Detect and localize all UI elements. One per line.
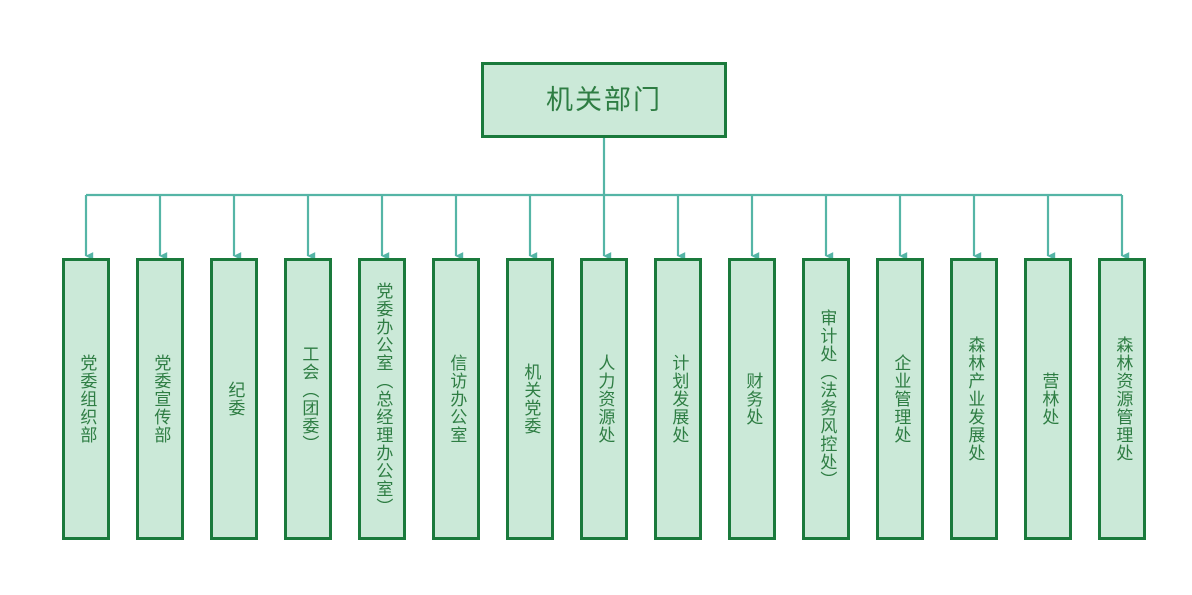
node-child-label: 信访办公室 [446,354,467,444]
node-child-label: 工会（团委） [298,345,319,453]
node-child[interactable]: 营林处 [1024,258,1072,540]
node-child-label: 财务处 [742,372,763,426]
node-root[interactable]: 机关部门 [481,62,727,138]
node-child[interactable]: 党委办公室（总经理办公室） [358,258,406,540]
node-child-label: 营林处 [1038,372,1059,426]
node-child[interactable]: 企业管理处 [876,258,924,540]
node-child[interactable]: 计划发展处 [654,258,702,540]
node-child-label: 森林产业发展处 [964,336,985,462]
node-child-label: 森林资源管理处 [1112,336,1133,462]
node-child[interactable]: 信访办公室 [432,258,480,540]
node-child-label: 企业管理处 [890,354,911,444]
node-child-label: 人力资源处 [594,354,615,444]
edge-paths [84,138,1130,260]
node-child[interactable]: 党委宣传部 [136,258,184,540]
node-child[interactable]: 纪委 [210,258,258,540]
node-child[interactable]: 党委组织部 [62,258,110,540]
node-child-label: 党委宣传部 [150,354,171,444]
node-child-label: 党委组织部 [76,354,97,444]
node-child[interactable]: 审计处（法务风控处） [802,258,850,540]
node-child-label: 计划发展处 [668,354,689,444]
node-child[interactable]: 人力资源处 [580,258,628,540]
node-child[interactable]: 机关党委 [506,258,554,540]
node-child-label: 机关党委 [520,363,541,435]
node-child-label: 党委办公室（总经理办公室） [372,282,393,516]
node-child[interactable]: 森林资源管理处 [1098,258,1146,540]
node-child[interactable]: 森林产业发展处 [950,258,998,540]
node-child[interactable]: 财务处 [728,258,776,540]
node-child-label: 审计处（法务风控处） [816,309,837,489]
node-child-label: 纪委 [224,381,245,417]
node-root-label: 机关部门 [546,84,662,116]
node-child[interactable]: 工会（团委） [284,258,332,540]
